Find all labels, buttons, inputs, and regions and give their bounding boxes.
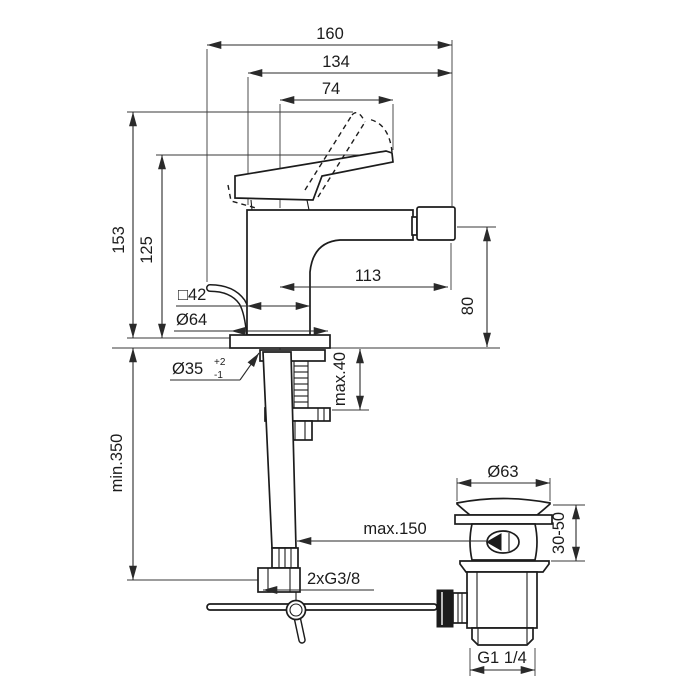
dim-d35-label: Ø35: [172, 360, 203, 378]
waste-cap: [456, 497, 551, 516]
handle-raised-dashed: [227, 112, 393, 209]
dim-d35-tol-plus: +2: [214, 357, 226, 368]
ball-joint: [285, 599, 307, 621]
dim-g38-label: 2xG3/8: [307, 570, 360, 588]
popup-linkage: [206, 592, 438, 644]
dim-d64-label: Ø64: [176, 311, 207, 329]
base-plate: [229, 334, 331, 349]
handle-lever: [234, 150, 394, 201]
waste-tailpiece: [471, 627, 534, 646]
dim-d63-label: Ø63: [487, 463, 518, 481]
dim-134-label: 134: [322, 53, 350, 71]
rod-gland: [436, 589, 454, 628]
dim-80-label: 80: [459, 297, 477, 315]
dim-g114-label: G1 1/4: [477, 649, 527, 667]
dimensions: 160 134 74 153 125 113 80 □42 Ø64 Ø35 +2…: [108, 25, 580, 674]
dim-160-label: 160: [316, 25, 344, 43]
mounting-hardware: [257, 349, 331, 593]
waste-hole-arrow: [485, 533, 502, 551]
aerator: [416, 206, 456, 241]
waste-flange: [459, 560, 550, 573]
popup-waste: [436, 497, 553, 646]
dim-d35-tol-minus: -1: [214, 370, 223, 381]
braided-supply-hose: [262, 351, 297, 549]
dim-max150-label: max.150: [363, 520, 426, 538]
dim-max40-label: max.40: [331, 352, 349, 406]
waste-cap-disc: [454, 514, 553, 525]
dim-125-label: 125: [138, 236, 156, 264]
dim-sq42-label: □42: [178, 286, 206, 304]
dim-74-label: 74: [322, 80, 340, 98]
dim-153-label: 153: [110, 226, 128, 254]
faucet: [206, 112, 456, 349]
faucet-body: [246, 209, 414, 336]
dim-3050-label: 30-50: [550, 512, 568, 554]
dim-min350-label: min.350: [108, 434, 126, 493]
rod-gland-collar: [452, 592, 468, 624]
dim-113-label: 113: [355, 267, 381, 285]
threaded-shank: [294, 365, 308, 403]
hose-nut-g38: [257, 567, 301, 593]
mounting-boss: [259, 349, 326, 362]
horizontal-pull-rod: [206, 603, 438, 611]
